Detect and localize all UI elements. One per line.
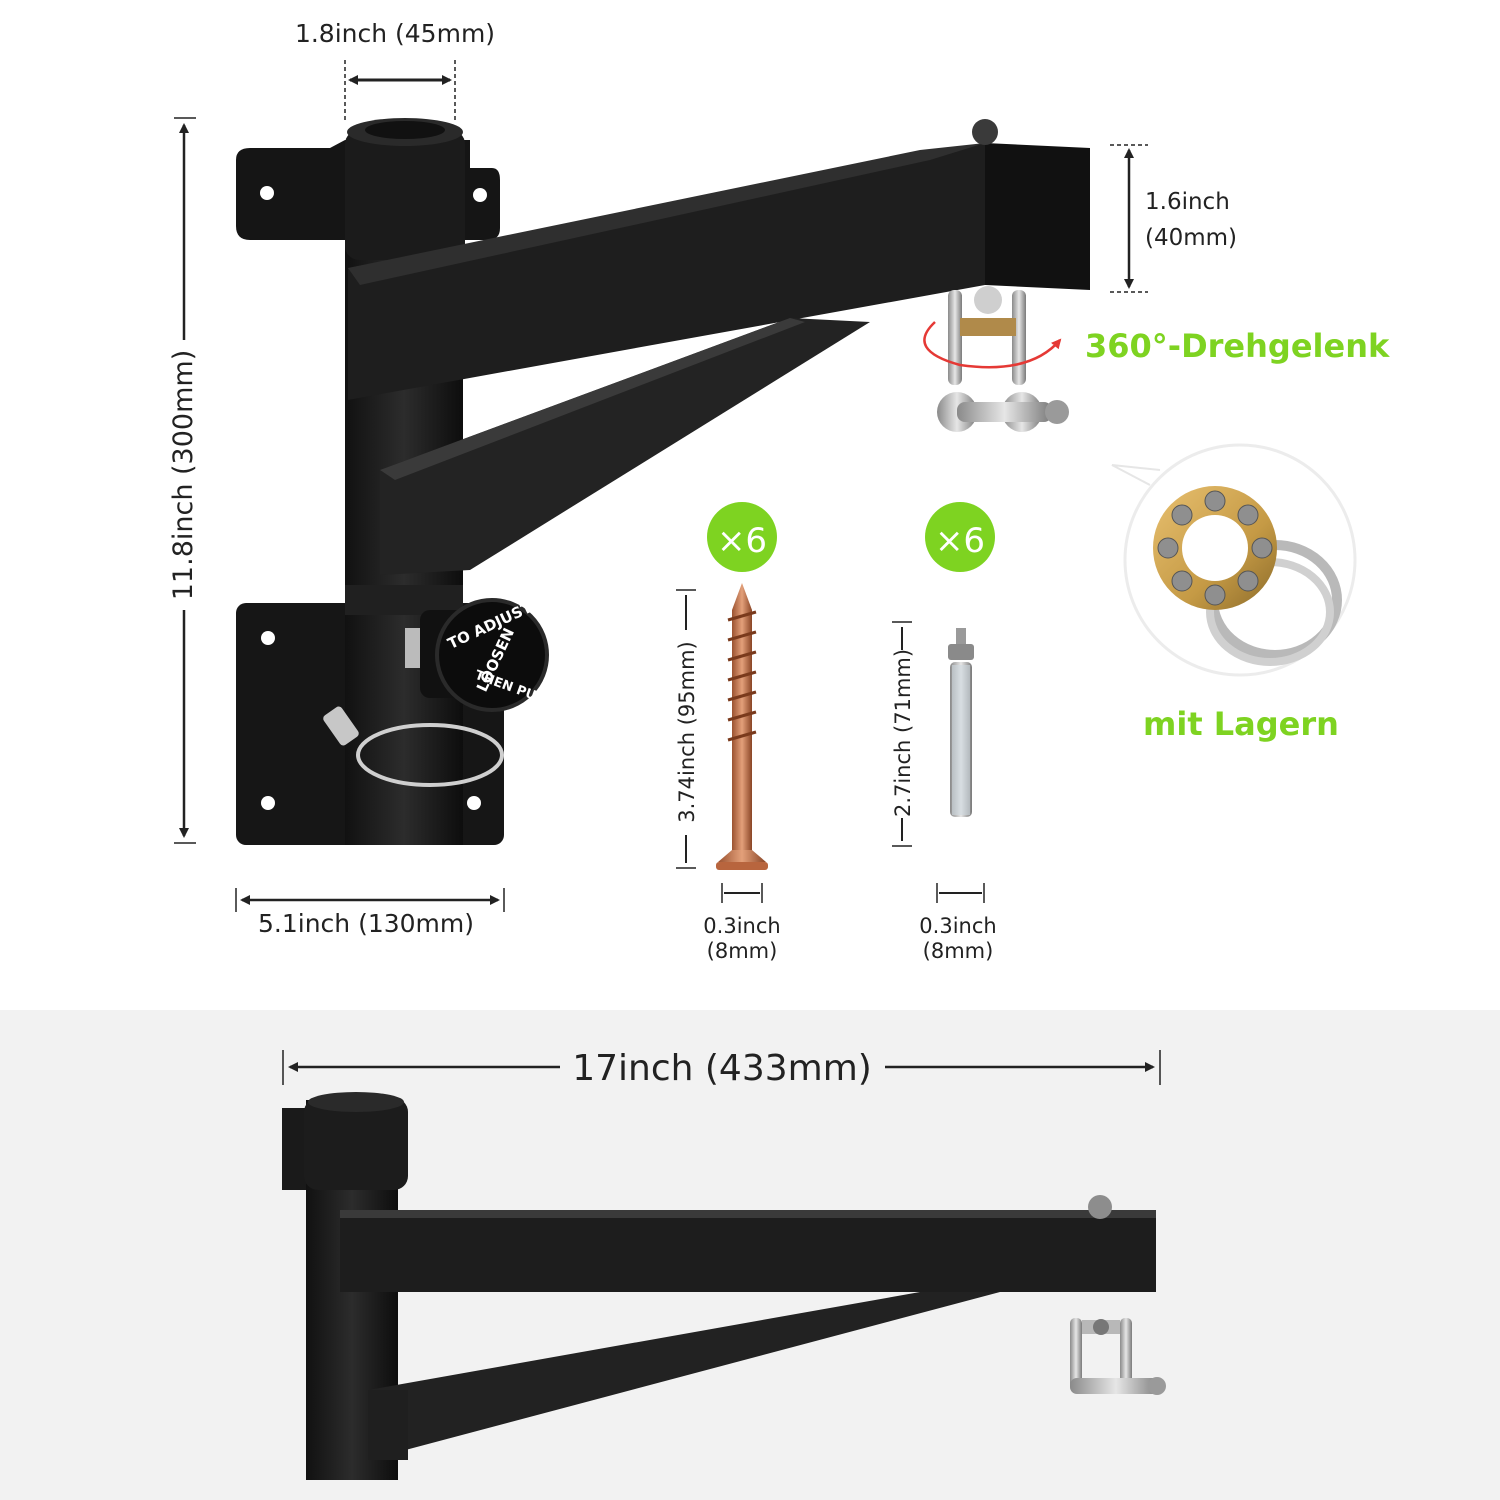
arm-top-face: [348, 143, 985, 285]
mount-hole: [467, 796, 481, 810]
arm-bolt: [972, 119, 998, 145]
side-swivel-hook: [1070, 1318, 1166, 1395]
diagonal-brace: [380, 318, 870, 575]
screw-length-label: 3.74inch (95mm): [675, 641, 699, 822]
dim-arm-height: 1.6inch (40mm): [1110, 144, 1237, 293]
screw-qty: ×6: [717, 521, 767, 561]
arm-height-label-2: (40mm): [1145, 225, 1237, 251]
mount-hole: [473, 188, 487, 202]
screw-dia-label-2: (8mm): [707, 939, 778, 963]
dim-tube-diameter: 1.8inch (45mm): [295, 19, 495, 120]
bearing-label: mit Lagern: [1143, 705, 1339, 743]
side-arm: [340, 1214, 1156, 1292]
safety-pin[interactable]: [322, 705, 504, 787]
mount-hole: [261, 631, 275, 645]
screw-qty-badge: [707, 502, 777, 572]
wood-screw-icon: [716, 583, 768, 870]
anchor-qty: ×6: [935, 521, 985, 561]
dim-plate-width: 5.1inch (130mm): [235, 888, 505, 938]
side-brace-joint: [368, 1390, 408, 1460]
top-bracket-illustration: TO ADJUST LOOSEN THEN PULL: [236, 118, 1090, 845]
adjust-knob[interactable]: TO ADJUST LOOSEN THEN PULL: [405, 598, 554, 712]
anchor-group: ×6 2.7inch (71mm) 0.3inch (8mm): [891, 502, 997, 963]
horizontal-arm: [348, 143, 985, 400]
tube-diameter-label: 1.8inch (45mm): [295, 19, 495, 48]
side-collar: [304, 1098, 408, 1190]
anchor-qty-badge: [925, 502, 995, 572]
side-brace: [368, 1292, 1000, 1460]
arm-height-label-1: 1.6inch: [1145, 189, 1230, 215]
anchor-dia-label-1: 0.3inch: [919, 914, 996, 938]
screw-dia-label-1: 0.3inch: [703, 914, 780, 938]
swivel-label: 360°-Drehgelenk: [1085, 327, 1390, 365]
height-label: 11.8inch (300mm): [168, 350, 199, 600]
side-arm-bolt: [1088, 1195, 1112, 1219]
mount-hole: [261, 796, 275, 810]
pole-cap-hole: [365, 121, 445, 139]
side-arm-top: [340, 1210, 1156, 1218]
dim-arm-length: 17inch (433mm): [282, 1048, 1161, 1089]
pole-collar: [345, 130, 465, 260]
side-collar-cap: [308, 1092, 404, 1112]
swivel-hook: [937, 286, 1069, 432]
dim-height: 11.8inch (300mm): [168, 117, 199, 844]
arm-end-cap: [985, 143, 1090, 290]
swivel-rotation-arrow: [923, 321, 1062, 369]
arm-length-label: 17inch (433mm): [572, 1048, 872, 1089]
mount-hole: [260, 186, 274, 200]
anchor-bolt-icon: [948, 628, 974, 817]
anchor-length-label: 2.7inch (71mm): [891, 649, 915, 817]
anchor-dia-label-2: (8mm): [923, 939, 994, 963]
bearing-callout: [1111, 443, 1357, 677]
side-view-bracket: [282, 1092, 1166, 1480]
bearing-balls: [1157, 490, 1273, 606]
plate-width-label: 5.1inch (130mm): [258, 909, 474, 938]
screw-group: ×6 3.74inch (95mm) 0.3inch (8mm): [675, 502, 781, 963]
brace-highlight: [380, 318, 805, 480]
